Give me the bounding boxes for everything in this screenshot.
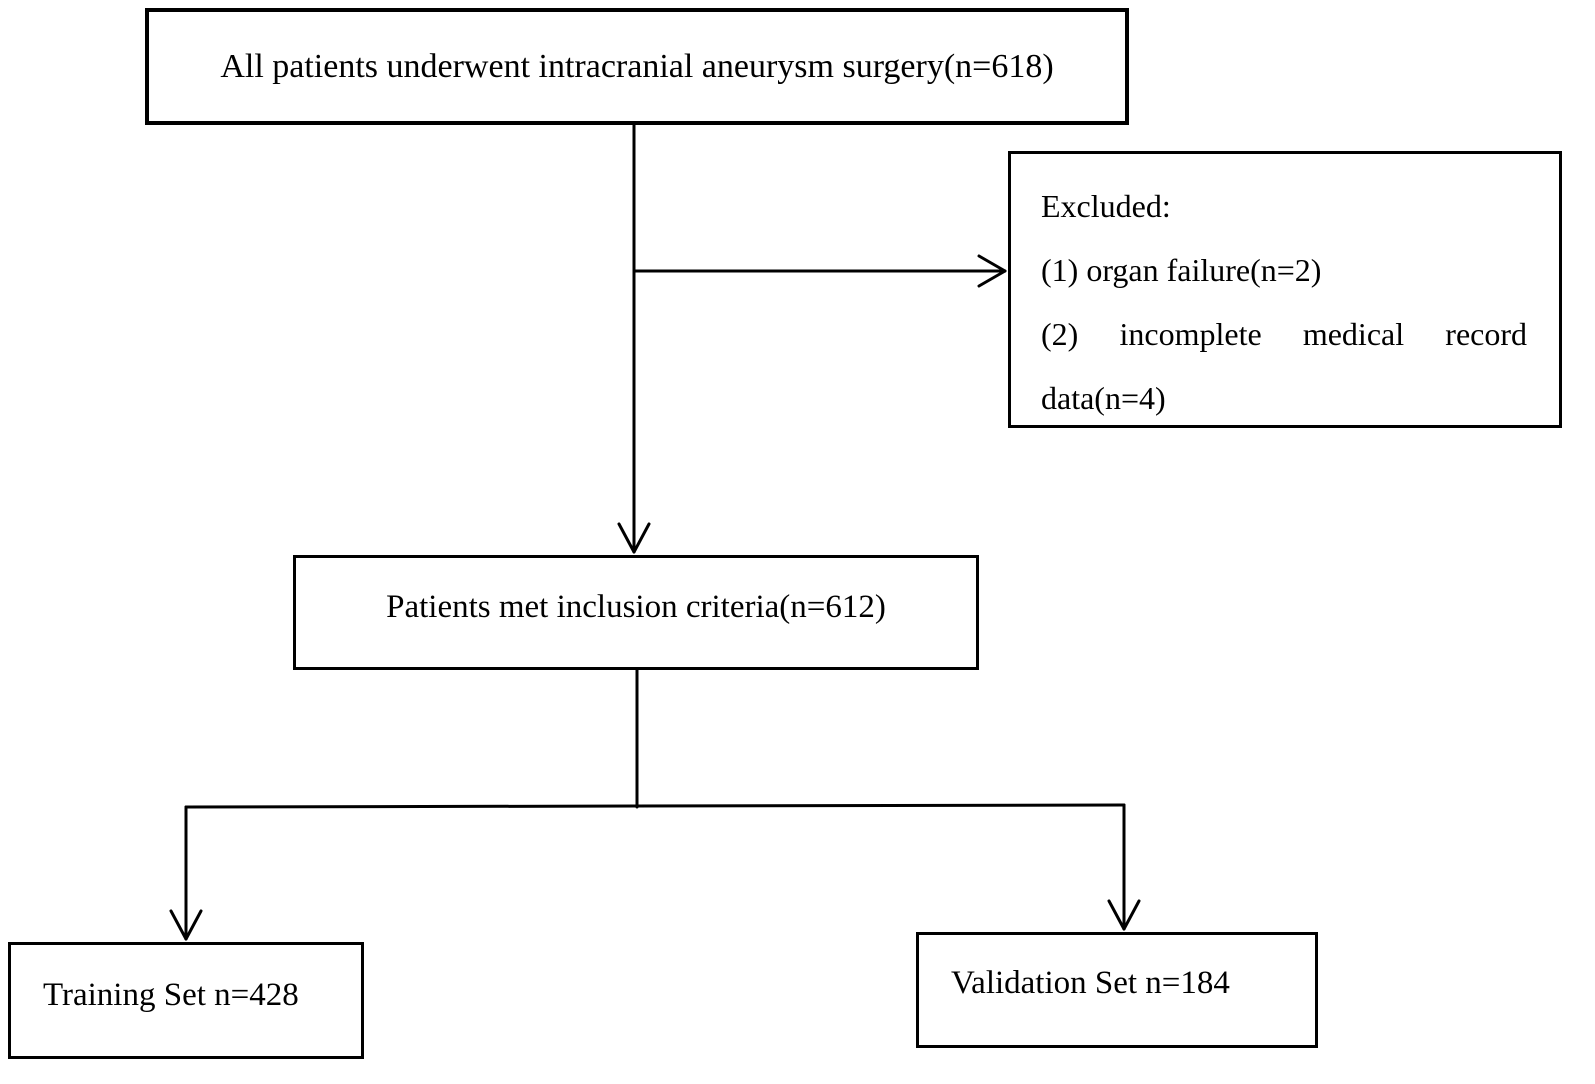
training-set-box: Training Set n=428 bbox=[8, 942, 364, 1059]
arrowhead-to-excluded bbox=[977, 254, 1007, 288]
excluded-item-incomplete-record: (2) incomplete medical record bbox=[1041, 316, 1527, 352]
validation-set-box: Validation Set n=184 bbox=[916, 932, 1318, 1048]
inclusion-criteria-text: Patients met inclusion criteria(n=612) bbox=[386, 589, 886, 625]
all-patients-text: All patients underwent intracranial aneu… bbox=[220, 47, 1054, 85]
inclusion-criteria-box: Patients met inclusion criteria(n=612) bbox=[293, 555, 979, 670]
validation-set-text: Validation Set n=184 bbox=[951, 964, 1230, 1001]
excluded-heading: Excluded: bbox=[1041, 188, 1171, 224]
excluded-item-organ-failure: (1) organ failure(n=2) bbox=[1041, 252, 1322, 288]
arrowhead-to-validation bbox=[1107, 899, 1141, 931]
arrowhead-to-inclusion bbox=[617, 522, 651, 554]
excluded-item-incomplete-record-cont: data(n=4) bbox=[1041, 380, 1166, 416]
excluded-box: Excluded: (1) organ failure(n=2) (2) inc… bbox=[1008, 151, 1562, 428]
all-patients-box: All patients underwent intracranial aneu… bbox=[145, 8, 1129, 125]
arrowhead-to-training bbox=[169, 909, 203, 941]
split-horizontal-line bbox=[184, 803, 1126, 809]
training-set-text: Training Set n=428 bbox=[43, 977, 299, 1013]
